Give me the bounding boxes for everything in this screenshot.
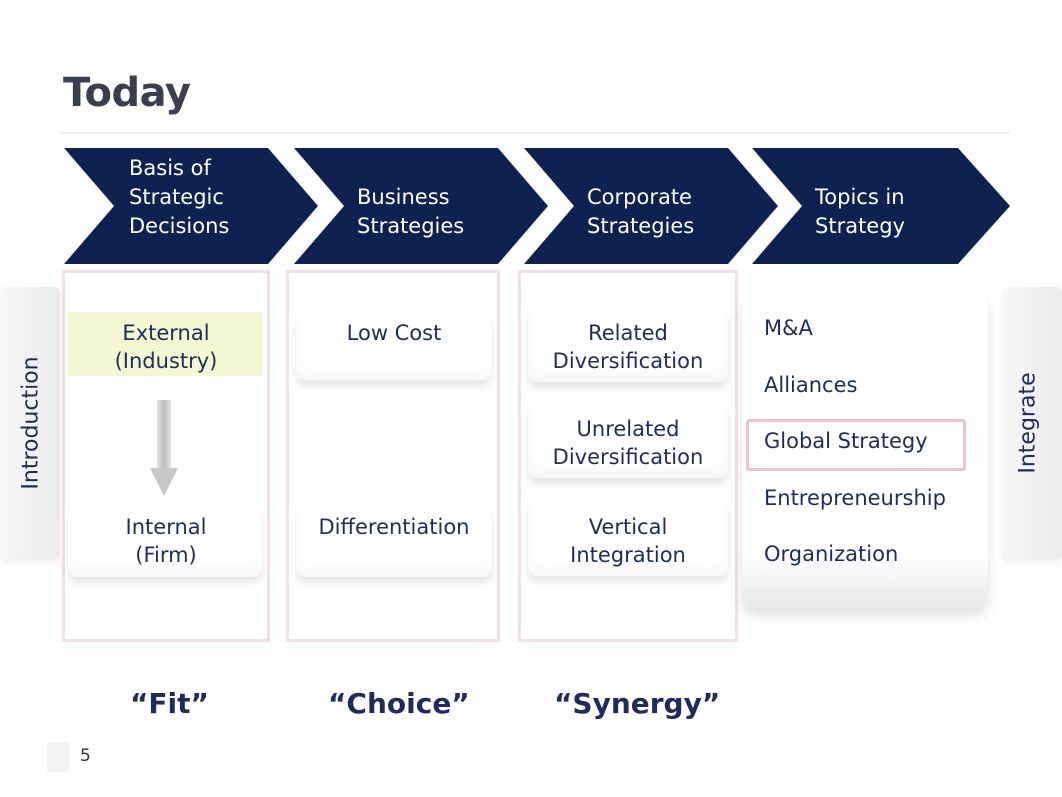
chevron-2 — [294, 148, 548, 264]
synergy-label: “Synergy” — [554, 687, 721, 720]
low-cost-text: Low Cost — [346, 321, 442, 345]
internal-firm-text: Internal (Firm) — [125, 515, 207, 567]
global-strategy-highlight — [746, 419, 966, 471]
chevron-label-basis: Basis of Strategic Decisions — [129, 156, 230, 238]
external-industry-text: External (Industry) — [114, 321, 218, 373]
topic-global-strategy: Global Strategy — [764, 429, 928, 453]
fit-label: “Fit” — [130, 687, 209, 720]
introduction-bar — [0, 287, 60, 559]
external-industry-card — [68, 312, 262, 376]
topic-alliances: Alliances — [764, 373, 858, 397]
vertical-integration-card — [528, 498, 728, 576]
differentiation-card — [296, 505, 492, 577]
chevron-shapes — [64, 148, 1010, 264]
integrate-bar — [1002, 287, 1062, 559]
slide-title: Today — [63, 70, 191, 116]
process-chevrons: Basis of Strategic Decisions Business St… — [0, 145, 1062, 267]
business-column-frame — [286, 270, 500, 642]
basis-column-frame — [62, 270, 270, 642]
unrelated-diversification-text: Unrelated Diversification — [552, 417, 704, 469]
choice-label: “Choice” — [328, 687, 470, 720]
chevron-3 — [524, 148, 778, 264]
corporate-column-frame — [518, 270, 738, 642]
vertical-arrow-icon — [150, 400, 178, 496]
related-diversification-card — [528, 306, 728, 382]
title-rule — [60, 132, 1010, 134]
integrate-label: Integrate — [1015, 372, 1041, 474]
page-marker — [47, 742, 69, 772]
related-diversification-text: Related Diversification — [552, 321, 704, 373]
chevron-label-corporate: Corporate Strategies — [587, 185, 695, 238]
internal-firm-card — [68, 505, 262, 577]
chevron-label-topics: Topics in Strategy — [815, 185, 905, 238]
low-cost-card — [296, 312, 492, 380]
topics-panel — [742, 290, 988, 608]
chevron-4 — [752, 148, 1010, 264]
chevron-label-business: Business Strategies — [357, 185, 465, 238]
introduction-label: Introduction — [18, 356, 44, 490]
differentiation-text: Differentiation — [318, 515, 470, 539]
page-number: 5 — [80, 746, 91, 766]
vertical-integration-text: Vertical Integration — [570, 515, 686, 567]
topic-ma: M&A — [764, 316, 813, 340]
topic-entrepreneurship: Entrepreneurship — [764, 486, 946, 510]
chevron-1 — [64, 148, 318, 264]
topic-organization: Organization — [764, 542, 899, 566]
unrelated-diversification-card — [528, 400, 728, 478]
